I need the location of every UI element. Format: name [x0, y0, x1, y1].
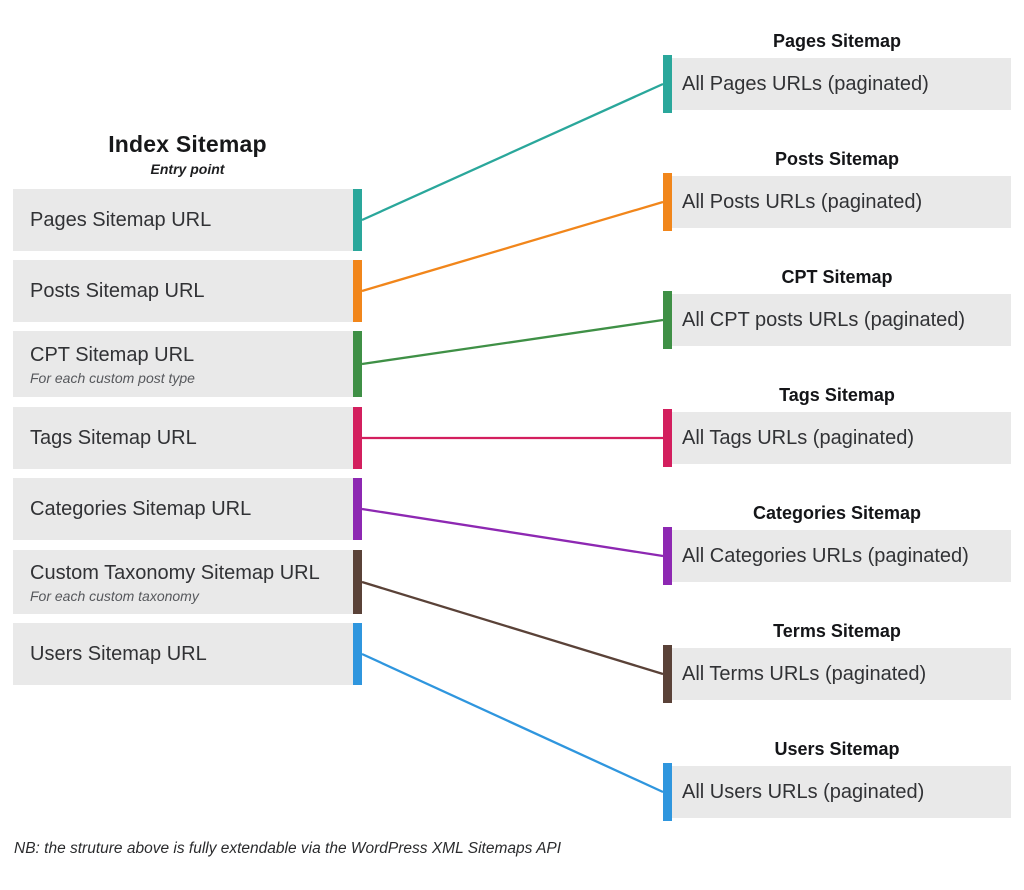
index-item-pages: Pages Sitemap URL	[13, 189, 362, 251]
accent-bar	[663, 763, 672, 821]
index-item-cpt: CPT Sitemap URL For each custom post typ…	[13, 331, 362, 397]
index-item-label: CPT Sitemap URL	[30, 343, 195, 366]
accent-bar	[663, 55, 672, 113]
index-item-label: Custom Taxonomy Sitemap URL	[30, 561, 320, 584]
index-sitemap-title: Index Sitemap Entry point	[13, 131, 362, 177]
subsitemap-cpt: CPT Sitemap All CPT posts URLs (paginate…	[663, 260, 1011, 349]
index-item-custom-taxonomy: Custom Taxonomy Sitemap URL For each cus…	[13, 550, 362, 614]
subsitemap-terms: Terms Sitemap All Terms URLs (paginated)	[663, 614, 1011, 703]
accent-bar	[353, 331, 362, 397]
subsitemap-heading: Categories Sitemap	[752, 502, 922, 523]
index-item-label: Categories Sitemap URL	[30, 498, 252, 520]
index-item-tags: Tags Sitemap URL	[13, 407, 362, 469]
index-item-label: Posts Sitemap URL	[30, 280, 205, 302]
index-item-note: For each custom post type	[30, 369, 195, 386]
subsitemap-heading: CPT Sitemap	[781, 266, 893, 287]
subsitemap-heading: Users Sitemap	[774, 738, 900, 759]
subsitemap-label: All Users URLs (paginated)	[682, 780, 925, 803]
index-item-posts: Posts Sitemap URL	[13, 260, 362, 322]
subsitemap-label: All Pages URLs (paginated)	[682, 72, 929, 95]
subsitemap-label: All Tags URLs (paginated)	[682, 426, 914, 449]
subsitemap-pages: Pages Sitemap All Pages URLs (paginated)	[663, 24, 1011, 113]
accent-bar	[663, 645, 672, 703]
index-sitemap-subheading: Entry point	[150, 161, 225, 177]
subsitemap-label: All Terms URLs (paginated)	[682, 662, 927, 685]
index-item-label: Pages Sitemap URL	[30, 209, 212, 231]
subsitemap-box: All CPT posts URLs (paginated)	[663, 291, 1011, 349]
subsitemap-users: Users Sitemap All Users URLs (paginated)	[663, 732, 1011, 821]
subsitemap-heading: Pages Sitemap	[772, 30, 902, 51]
subsitemap-posts: Posts Sitemap All Posts URLs (paginated)	[663, 142, 1011, 231]
subsitemap-label: All Posts URLs (paginated)	[682, 190, 923, 213]
index-item-users: Users Sitemap URL	[13, 623, 362, 685]
subsitemap-heading: Tags Sitemap	[779, 384, 895, 405]
accent-bar	[663, 173, 672, 231]
subsitemap-categories: Categories Sitemap All Categories URLs (…	[663, 496, 1011, 585]
accent-bar	[353, 189, 362, 251]
index-sitemap-heading: Index Sitemap	[108, 131, 267, 157]
subsitemap-label: All Categories URLs (paginated)	[682, 544, 969, 567]
accent-bar	[353, 260, 362, 322]
accent-bar	[663, 527, 672, 585]
index-item-note: For each custom taxonomy	[30, 587, 199, 604]
footnote: NB: the struture above is fully extendab…	[14, 840, 562, 857]
accent-bar	[353, 407, 362, 469]
accent-bar	[353, 478, 362, 540]
index-item-categories: Categories Sitemap URL	[13, 478, 362, 540]
subsitemap-box: All Users URLs (paginated)	[663, 763, 1011, 821]
subsitemap-box: All Posts URLs (paginated)	[663, 173, 1011, 231]
subsitemap-tags: Tags Sitemap All Tags URLs (paginated)	[663, 378, 1011, 467]
index-item-label: Users Sitemap URL	[30, 643, 207, 665]
subsitemap-box: All Tags URLs (paginated)	[663, 409, 1011, 467]
subsitemap-box: All Categories URLs (paginated)	[663, 527, 1011, 585]
index-item-label: Tags Sitemap URL	[30, 427, 197, 449]
subsitemap-label: All CPT posts URLs (paginated)	[682, 308, 966, 331]
accent-bar	[663, 291, 672, 349]
accent-bar	[353, 623, 362, 685]
subsitemap-box: All Pages URLs (paginated)	[663, 55, 1011, 113]
accent-bar	[663, 409, 672, 467]
subsitemap-heading: Posts Sitemap	[774, 148, 900, 169]
subsitemap-box: All Terms URLs (paginated)	[663, 645, 1011, 703]
accent-bar	[353, 550, 362, 614]
subsitemap-heading: Terms Sitemap	[773, 620, 901, 641]
